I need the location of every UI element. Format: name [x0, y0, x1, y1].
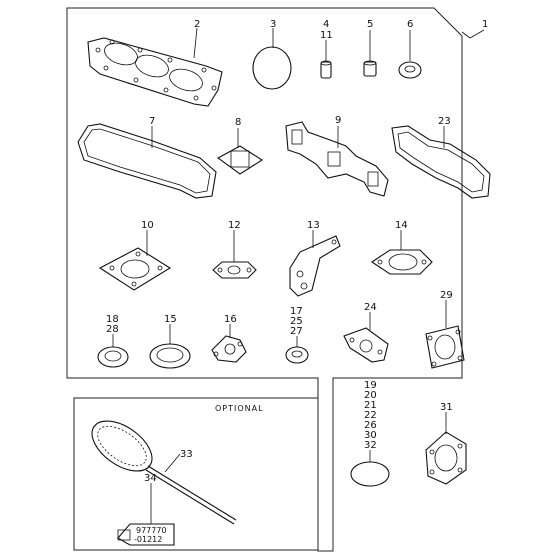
callout-29-label: 29: [440, 290, 453, 301]
callout-25-label: 25: [290, 316, 303, 327]
callout-1: 1: [461, 19, 488, 39]
callout-4-label: 4: [323, 19, 329, 30]
callout-11-label: 11: [320, 30, 333, 41]
part-7-head-cover-gasket: 7: [77, 116, 217, 199]
callout-16-label: 16: [224, 314, 237, 325]
part-15-large-seal: 15: [149, 314, 191, 369]
callout-31-label: 31: [440, 402, 453, 413]
optional-box-frame: [73, 397, 319, 551]
callout-21-label: 21: [364, 400, 377, 411]
callout-6-label: 6: [407, 19, 413, 30]
part-29-square-gasket: 29: [425, 290, 465, 369]
kit-frame: [66, 7, 463, 552]
part-13-bracket-gasket: 13: [289, 220, 341, 297]
part-14-pump-gasket: 14: [371, 220, 433, 275]
part-24-flange-gasket: 24: [343, 302, 389, 363]
callout-3-label: 3: [270, 19, 276, 30]
callout-24-label: 24: [364, 302, 377, 313]
part-4-valve-seal: 4 11: [320, 19, 333, 79]
part-16-thermostat-gasket: 16: [211, 314, 247, 363]
callout-5-label: 5: [367, 19, 373, 30]
callout-8-label: 8: [235, 117, 241, 128]
callout-20-label: 20: [364, 390, 377, 401]
callout-12-label: 12: [228, 220, 241, 231]
part-6-oil-seal: 6: [398, 19, 422, 79]
part-10-square-gasket: 10: [98, 220, 172, 291]
callout-9-label: 9: [335, 115, 341, 126]
callout-33-label: 33: [180, 449, 193, 460]
callout-7-label: 7: [149, 116, 155, 127]
tube-label-line1: 977770: [136, 526, 167, 535]
part-9-manifold-gasket: 9: [285, 115, 389, 197]
callout-18-label: 18: [106, 314, 119, 325]
callout-26-label: 26: [364, 420, 377, 431]
callout-27-label: 27: [290, 326, 303, 337]
callout-14-label: 14: [395, 220, 408, 231]
part-5-cap: 5: [363, 19, 377, 77]
part-34-sealant-tube: 34 977770 -01212: [117, 473, 175, 546]
part-17-small-seal: 17 25 27: [285, 306, 309, 364]
callout-30-label: 30: [364, 430, 377, 441]
tube-label-line2: -01212: [134, 535, 162, 544]
callout-10-label: 10: [141, 220, 154, 231]
callout-17-label: 17: [290, 306, 303, 317]
optional-box-title: OPTIONAL: [215, 404, 264, 413]
callout-15-label: 15: [164, 314, 177, 325]
callout-23-label: 23: [438, 116, 451, 127]
callout-13-label: 13: [307, 220, 320, 231]
callout-2-label: 2: [194, 19, 200, 30]
part-23-exhaust-gasket: 23: [391, 116, 491, 199]
callout-34-label: 34: [144, 473, 157, 484]
part-2-head-gasket: 2: [87, 19, 223, 107]
part-12-oval-gasket: 12: [212, 220, 257, 279]
part-3-round-gasket: 3: [252, 19, 292, 90]
part-8-flange-gasket: 8: [216, 117, 264, 175]
callout-19-label: 19: [364, 380, 377, 391]
callout-32-label: 32: [364, 440, 377, 451]
part-19-oval-gasket: 19 20 21 22 26 30 32: [350, 380, 390, 487]
callout-28-label: 28: [106, 324, 119, 335]
callout-22-label: 22: [364, 410, 377, 421]
callout-1-label: 1: [482, 19, 488, 30]
part-33-brush-hone: 33: [91, 420, 237, 525]
part-31-flange-gasket: 31: [425, 402, 467, 485]
part-18-oil-seal: 18 28: [97, 314, 129, 368]
